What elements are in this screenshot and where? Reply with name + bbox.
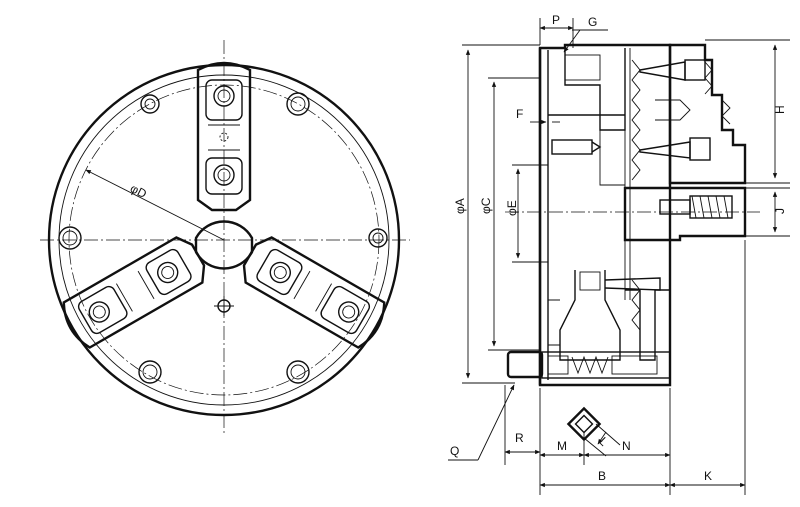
label-J: J <box>773 208 787 214</box>
label-N: N <box>622 439 631 453</box>
label-phiA: φA <box>453 198 467 214</box>
label-L: L <box>596 434 611 449</box>
chuck-body-outline <box>47 63 401 417</box>
label-M: M <box>557 439 567 453</box>
bolt-circle-phiD <box>68 84 380 396</box>
label-F: F <box>516 107 523 121</box>
phiD-leader <box>85 169 225 241</box>
label-R: R <box>515 431 524 445</box>
jaw-top <box>196 61 252 212</box>
label-B: B <box>598 469 606 483</box>
jaw-upper-section <box>668 43 747 185</box>
jaw-lower-left <box>62 236 206 349</box>
label-K: K <box>704 469 712 483</box>
label-phiC: φC <box>479 197 493 214</box>
label-phiE: φE <box>505 200 519 216</box>
jaw-lower-right <box>242 236 386 349</box>
label-Q: Q <box>450 444 459 458</box>
label-G: G <box>588 15 597 29</box>
label-phiD: φD <box>128 181 149 201</box>
front-view: φD <box>40 40 410 435</box>
mounting-holes <box>58 92 388 384</box>
internal-section <box>548 48 670 361</box>
side-view: φA φC φE P G F H J <box>448 13 790 495</box>
jaw-bolts <box>639 59 733 219</box>
bottom-plunger <box>506 350 671 379</box>
label-P: P <box>552 13 560 27</box>
label-H: H <box>773 105 787 114</box>
drive-square-detail <box>566 406 621 457</box>
